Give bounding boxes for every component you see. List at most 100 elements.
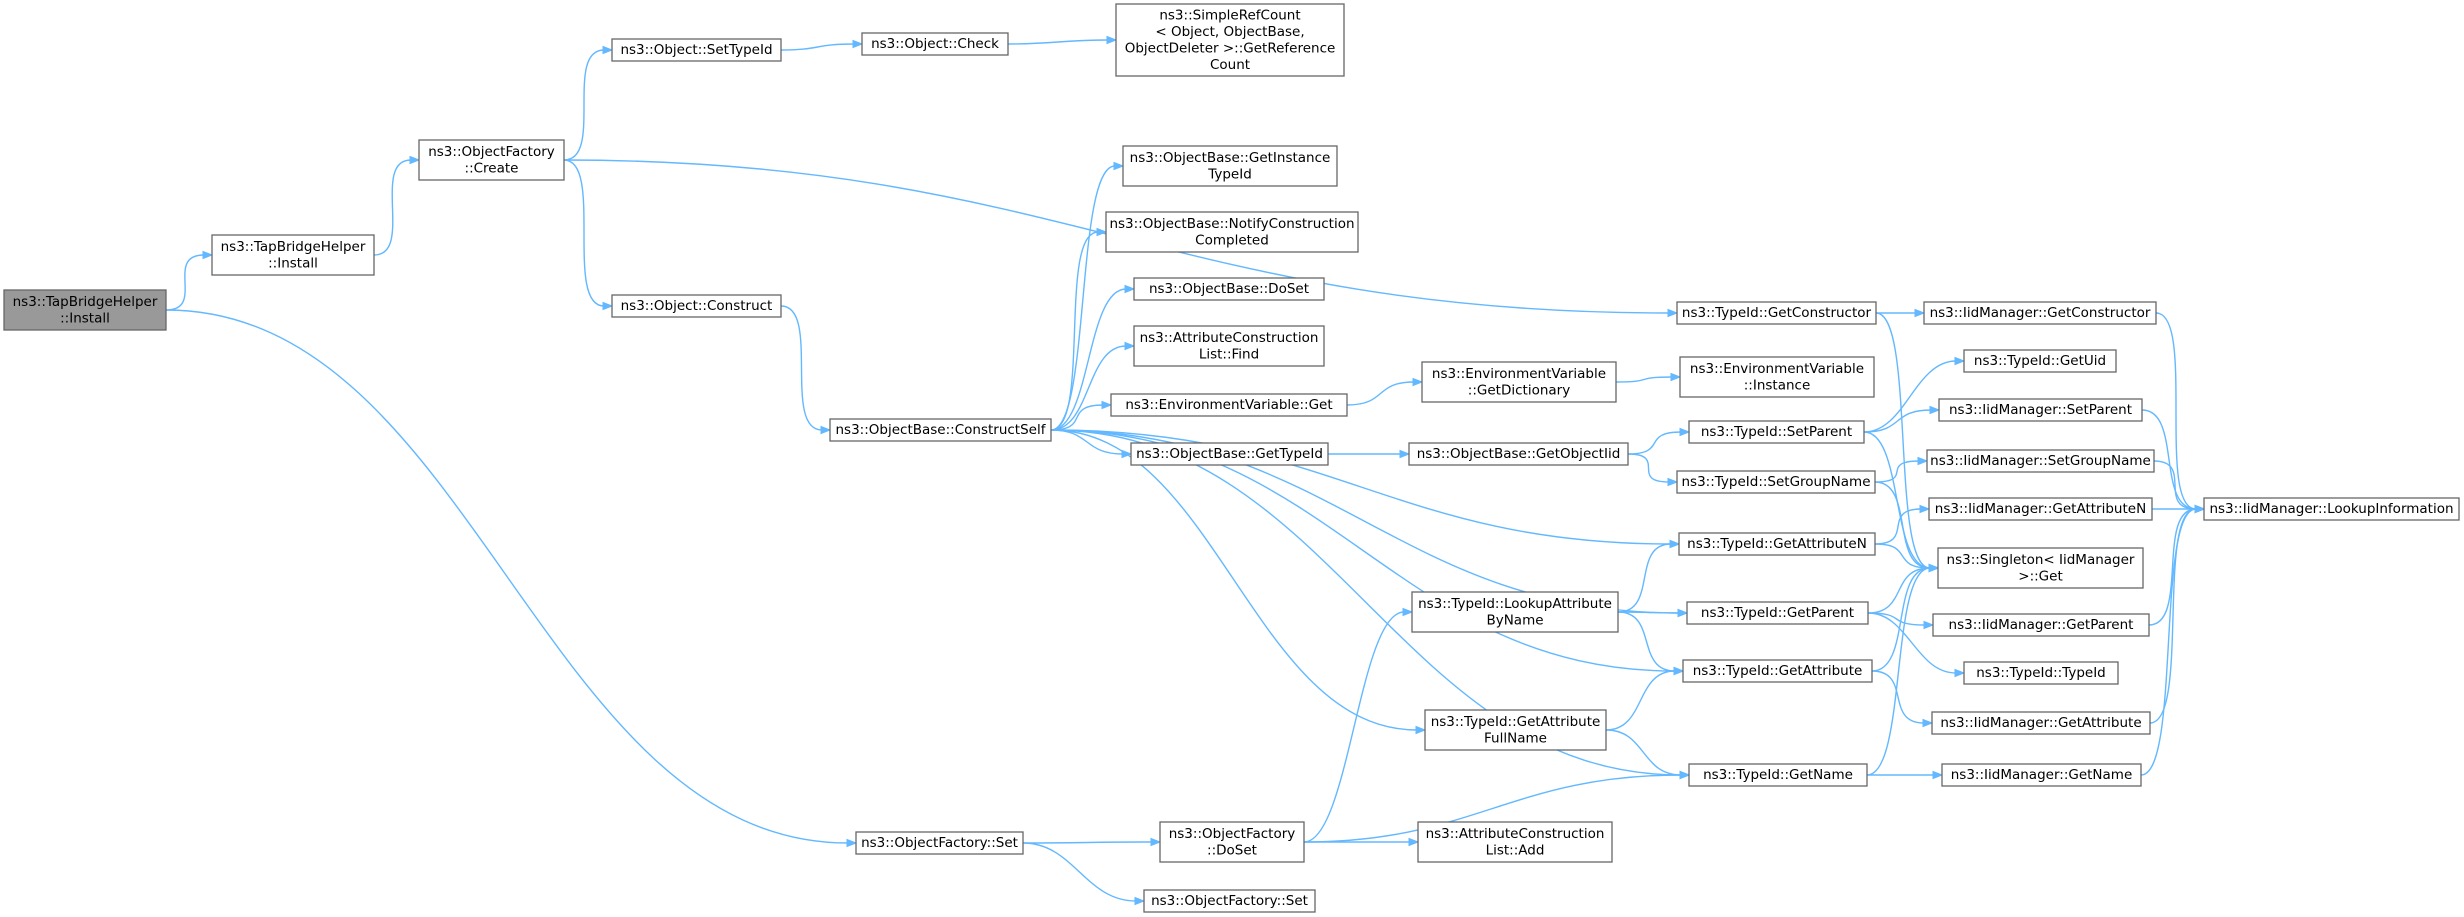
edge-iid-setgroupname-to-iid-lookupinfo: [2153, 460, 2197, 510]
node-box-iid-lookupinfo[interactable]: [2203, 497, 2460, 521]
node-box-obj-check[interactable]: [861, 32, 1009, 56]
node-env-getdict[interactable]: ns3::EnvironmentVariable::GetDictionary: [1421, 361, 1617, 403]
edge-ob-constructself-to-ob-doset: [1050, 288, 1127, 431]
node-iid-getattribute[interactable]: ns3::IidManager::GetAttribute: [1931, 711, 2151, 735]
node-box-tid-setgroupname[interactable]: [1676, 470, 1876, 494]
node-box-ob-doset[interactable]: [1133, 277, 1325, 301]
node-tid-setgroupname[interactable]: ns3::TypeId::SetGroupName: [1676, 470, 1876, 494]
node-box-obj-settypeid[interactable]: [611, 38, 782, 62]
node-tid-getname[interactable]: ns3::TypeId::GetName: [1688, 763, 1868, 787]
node-box-tid-getattrfullname[interactable]: [1424, 709, 1607, 751]
edge-arrowhead-env-getdict: [1412, 377, 1424, 387]
node-box-of-create[interactable]: [418, 139, 565, 181]
node-box-ob-constructself[interactable]: [829, 418, 1052, 442]
node-ob-notify[interactable]: ns3::ObjectBase::NotifyConstructionCompl…: [1105, 211, 1359, 253]
node-box-tid-getattributen[interactable]: [1678, 532, 1876, 556]
node-root[interactable]: ns3::TapBridgeHelper::Install: [3, 289, 167, 331]
node-label-tid-getattributen: ns3::TypeId::GetAttributeN: [1687, 536, 1867, 552]
node-box-iid-getattributen[interactable]: [1928, 497, 2153, 521]
node-tbh-install[interactable]: ns3::TapBridgeHelper::Install: [211, 234, 375, 276]
node-box-ob-getinstancetypeid[interactable]: [1122, 145, 1338, 187]
node-box-singleton-get[interactable]: [1937, 547, 2144, 589]
node-box-of-set[interactable]: [855, 831, 1024, 855]
node-label-simplerefcount: ns3::SimpleRefCount: [1159, 7, 1300, 23]
node-env-get[interactable]: ns3::EnvironmentVariable::Get: [1110, 393, 1348, 417]
node-box-tid-getname[interactable]: [1688, 763, 1868, 787]
node-iid-getparent[interactable]: ns3::IidManager::GetParent: [1932, 613, 2150, 637]
node-box-root[interactable]: [3, 289, 167, 331]
node-of-doset[interactable]: ns3::ObjectFactory::DoSet: [1159, 821, 1305, 863]
node-label-simplerefcount: Count: [1210, 57, 1250, 73]
node-iid-setparent[interactable]: ns3::IidManager::SetParent: [1938, 398, 2143, 422]
node-tid-getconstructor[interactable]: ns3::TypeId::GetConstructor: [1676, 301, 1877, 325]
node-box-iid-getname[interactable]: [1941, 763, 2142, 787]
node-iid-lookupinfo[interactable]: ns3::IidManager::LookupInformation: [2203, 497, 2460, 521]
node-box-acl-find[interactable]: [1133, 325, 1325, 367]
node-box-simplerefcount[interactable]: [1115, 3, 1345, 77]
node-box-tid-typeid[interactable]: [1963, 661, 2119, 685]
node-label-iid-getparent: ns3::IidManager::GetParent: [1949, 617, 2134, 633]
node-box-tid-getparent[interactable]: [1686, 601, 1869, 625]
node-of-set2[interactable]: ns3::ObjectFactory::Set: [1143, 889, 1316, 913]
node-iid-getname[interactable]: ns3::IidManager::GetName: [1941, 763, 2142, 787]
edge-arrowhead-iid-getname: [1932, 770, 1944, 780]
node-iid-setgroupname[interactable]: ns3::IidManager::SetGroupName: [1926, 449, 2155, 473]
node-env-instance[interactable]: ns3::EnvironmentVariable::Instance: [1679, 356, 1875, 398]
node-ob-constructself[interactable]: ns3::ObjectBase::ConstructSelf: [829, 418, 1052, 442]
edge-tid-setgroupname-to-singleton-get: [1874, 481, 1931, 569]
node-box-env-getdict[interactable]: [1421, 361, 1617, 403]
node-box-iid-getattribute[interactable]: [1931, 711, 2151, 735]
node-simplerefcount[interactable]: ns3::SimpleRefCount< Object, ObjectBase,…: [1115, 3, 1345, 77]
node-box-tid-setparent[interactable]: [1688, 420, 1865, 444]
node-tid-getattribute[interactable]: ns3::TypeId::GetAttribute: [1682, 659, 1873, 683]
edge-arrowhead-acl-find: [1124, 341, 1136, 351]
node-tid-typeid[interactable]: ns3::TypeId::TypeId: [1963, 661, 2119, 685]
node-box-tid-getattribute[interactable]: [1682, 659, 1873, 683]
node-singleton-get[interactable]: ns3::Singleton< IidManager>::Get: [1937, 547, 2144, 589]
node-label-tbh-install: ::Install: [268, 255, 318, 271]
node-label-obj-settypeid: ns3::Object::SetTypeId: [620, 42, 772, 58]
node-obj-settypeid[interactable]: ns3::Object::SetTypeId: [611, 38, 782, 62]
node-box-iid-setgroupname[interactable]: [1926, 449, 2155, 473]
node-box-of-set2[interactable]: [1143, 889, 1316, 913]
node-box-ob-notify[interactable]: [1105, 211, 1359, 253]
node-box-tid-getuid[interactable]: [1963, 349, 2117, 373]
node-tid-setparent[interactable]: ns3::TypeId::SetParent: [1688, 420, 1865, 444]
node-box-of-doset[interactable]: [1159, 821, 1305, 863]
node-box-tid-lookupattr[interactable]: [1411, 591, 1619, 633]
node-of-set[interactable]: ns3::ObjectFactory::Set: [855, 831, 1024, 855]
node-box-obj-construct[interactable]: [611, 294, 782, 318]
node-box-iid-getconstructor[interactable]: [1923, 301, 2157, 325]
node-box-ob-gettypeid[interactable]: [1130, 442, 1329, 466]
node-box-env-instance[interactable]: [1679, 356, 1875, 398]
edge-arrowhead-ob-notify: [1096, 227, 1108, 237]
node-box-ob-getobjectiid[interactable]: [1408, 442, 1629, 466]
node-iid-getattributen[interactable]: ns3::IidManager::GetAttributeN: [1928, 497, 2153, 521]
node-box-tid-getconstructor[interactable]: [1676, 301, 1877, 325]
node-box-tbh-install[interactable]: [211, 234, 375, 276]
node-ob-getobjectiid[interactable]: ns3::ObjectBase::GetObjectIid: [1408, 442, 1629, 466]
edge-tid-getattrfullname-to-tid-getattribute: [1605, 670, 1676, 731]
node-ob-gettypeid[interactable]: ns3::ObjectBase::GetTypeId: [1130, 442, 1329, 466]
node-box-iid-getparent[interactable]: [1932, 613, 2150, 637]
node-tid-getparent[interactable]: ns3::TypeId::GetParent: [1686, 601, 1869, 625]
node-tid-getuid[interactable]: ns3::TypeId::GetUid: [1963, 349, 2117, 373]
node-label-tid-typeid: ns3::TypeId::TypeId: [1976, 665, 2106, 681]
node-ob-doset[interactable]: ns3::ObjectBase::DoSet: [1133, 277, 1325, 301]
node-iid-getconstructor[interactable]: ns3::IidManager::GetConstructor: [1923, 301, 2157, 325]
node-of-create[interactable]: ns3::ObjectFactory::Create: [418, 139, 565, 181]
node-tid-getattributen[interactable]: ns3::TypeId::GetAttributeN: [1678, 532, 1876, 556]
node-label-of-create: ns3::ObjectFactory: [428, 144, 555, 160]
node-obj-check[interactable]: ns3::Object::Check: [861, 32, 1009, 56]
node-box-acl-add[interactable]: [1417, 821, 1613, 863]
node-box-env-get[interactable]: [1110, 393, 1348, 417]
node-box-iid-setparent[interactable]: [1938, 398, 2143, 422]
node-label-tid-getconstructor: ns3::TypeId::GetConstructor: [1682, 305, 1872, 321]
node-label-iid-lookupinfo: ns3::IidManager::LookupInformation: [2209, 501, 2453, 517]
node-obj-construct[interactable]: ns3::Object::Construct: [611, 294, 782, 318]
